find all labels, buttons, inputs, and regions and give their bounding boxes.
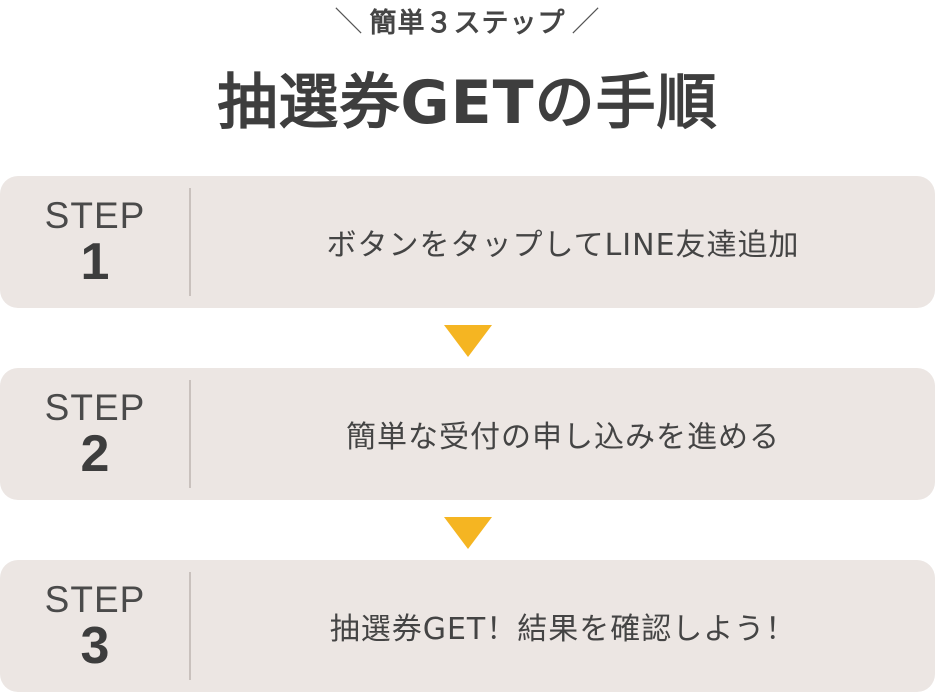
section-subtitle: ＼ 簡単３ステップ ／ [0,0,935,40]
down-arrow-icon [444,325,492,357]
title-highlighted-text: 抽選券GET [215,58,537,148]
step-divider [189,380,191,488]
step-divider [189,572,191,680]
right-slash-decoration: ／ [571,5,601,38]
step-description: 簡単な受付の申し込みを進める [346,420,780,455]
step-label-2: STEP 2 [0,368,190,500]
down-arrow-icon [444,517,492,549]
step-word: STEP [44,195,146,236]
step-card-3: STEP 3 抽選券GET！結果を確認しよう！ [0,560,935,692]
step-card-1: STEP 1 ボタンをタップしてLINE友達追加 [0,176,935,308]
step-label-1: STEP 1 [0,176,190,308]
step-card-2: STEP 2 簡単な受付の申し込みを進める [0,368,935,500]
left-slash-decoration: ＼ [334,5,364,38]
step-number: 1 [80,233,110,291]
title-rest-text: の手順 [534,68,718,138]
page-title: 抽選券GETの手順 [215,58,718,148]
step-divider [189,188,191,296]
step-label-3: STEP 3 [0,560,190,692]
page-title-wrap: 抽選券GETの手順 [0,58,935,148]
step-number: 3 [80,617,110,675]
step-word: STEP [44,387,146,428]
step-word: STEP [44,579,146,620]
step-number: 2 [80,425,110,483]
subtitle-text: 簡単３ステップ [369,7,566,39]
step-description: 抽選券GET！結果を確認しよう！ [329,612,797,647]
step-description: ボタンをタップしてLINE友達追加 [326,228,800,263]
